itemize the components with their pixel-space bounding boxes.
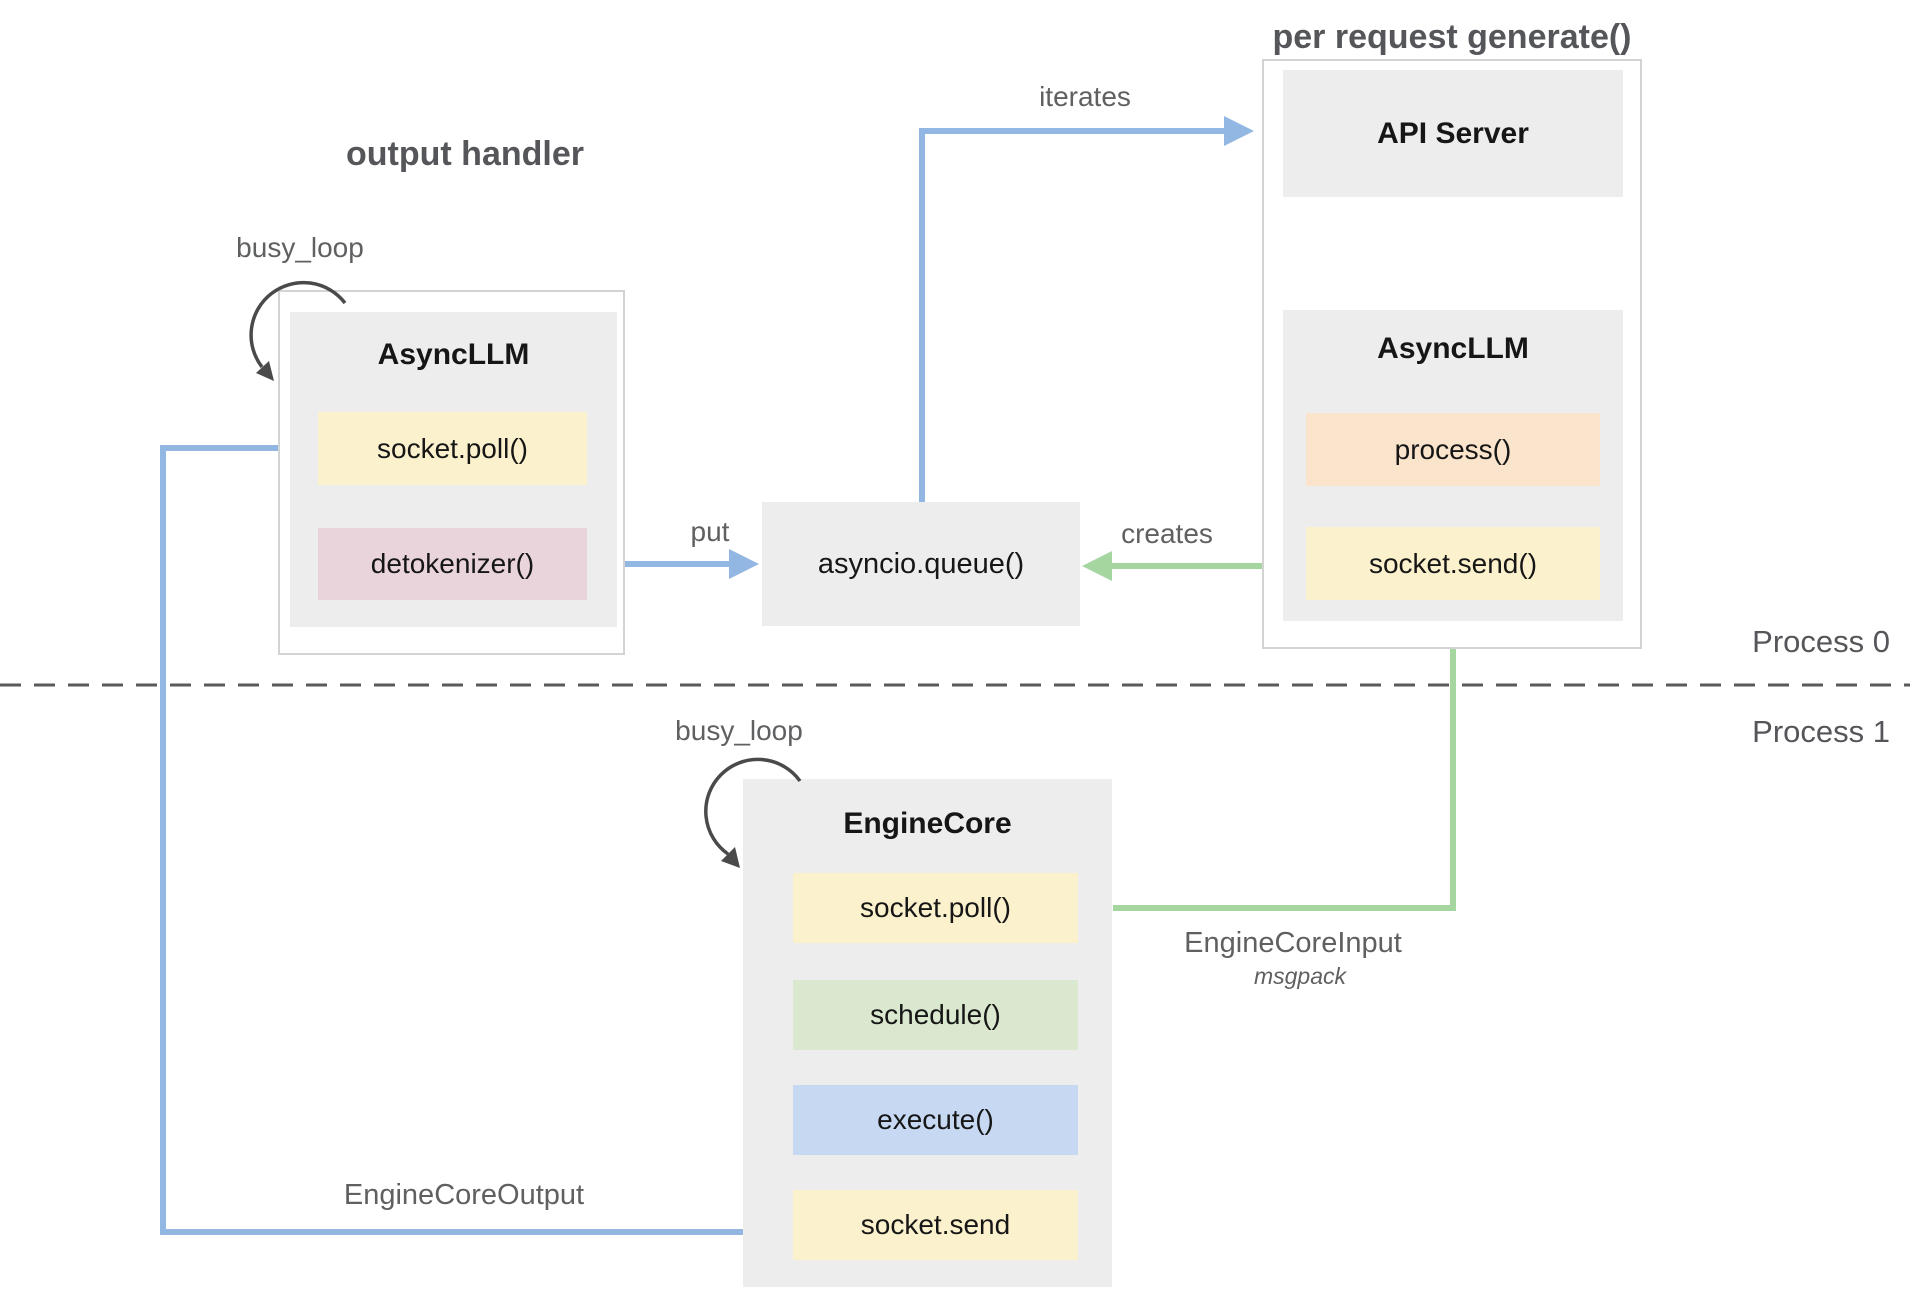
api-server-box: API Server bbox=[1283, 70, 1623, 197]
creates-arrowhead-icon bbox=[1082, 551, 1112, 581]
iterates-arrowhead-icon bbox=[1224, 116, 1254, 146]
engine-core-method-execute: execute() bbox=[793, 1085, 1078, 1155]
async-llm-right-method-process: process() bbox=[1306, 413, 1600, 486]
engine-core-method-schedule: schedule() bbox=[793, 980, 1078, 1050]
engine-core-title: EngineCore bbox=[843, 807, 1012, 840]
busy-loop-bottom-arc bbox=[704, 757, 802, 856]
async-llm-left-method-detokenizer: detokenizer() bbox=[318, 528, 587, 600]
engine-core-method-socket-poll: socket.poll() bbox=[793, 873, 1078, 943]
per-request-generate-title: per request generate() bbox=[1272, 18, 1632, 56]
busy-loop-bottom-arrowhead-icon bbox=[721, 847, 740, 868]
iterates-label: iterates bbox=[1039, 81, 1131, 112]
engine-core-input-label: EngineCoreInput bbox=[1184, 927, 1402, 959]
busy-loop-top-label: busy_loop bbox=[236, 232, 364, 263]
busy-loop-top-arrowhead-icon bbox=[256, 361, 274, 381]
put-label: put bbox=[690, 516, 730, 547]
async-llm-right-method-socket-send: socket.send() bbox=[1306, 527, 1600, 600]
msgpack-label: msgpack bbox=[1253, 963, 1347, 989]
iterates-arrow-line bbox=[919, 128, 1225, 502]
async-llm-right-title: AsyncLLM bbox=[1377, 332, 1529, 365]
engine-core-output-label: EngineCoreOutput bbox=[343, 1179, 585, 1211]
busy-loop-top-arc bbox=[249, 280, 347, 369]
engine-core-output-arrow-line bbox=[160, 445, 795, 1235]
process-1-label: Process 1 bbox=[1752, 714, 1890, 749]
async-llm-left-title: AsyncLLM bbox=[377, 338, 530, 371]
output-handler-title: output handler bbox=[346, 135, 584, 173]
engine-core-method-socket-send: socket.send bbox=[793, 1190, 1078, 1260]
put-arrowhead-icon bbox=[729, 549, 759, 579]
busy-loop-bottom-label: busy_loop bbox=[675, 715, 803, 746]
process-0-label: Process 0 bbox=[1752, 624, 1890, 659]
async-llm-left-method-socket-poll: socket.poll() bbox=[318, 412, 587, 485]
asyncio-queue-box: asyncio.queue() bbox=[762, 502, 1080, 626]
engine-core-input-arrow-line bbox=[1113, 600, 1456, 911]
creates-label: creates bbox=[1121, 518, 1213, 549]
